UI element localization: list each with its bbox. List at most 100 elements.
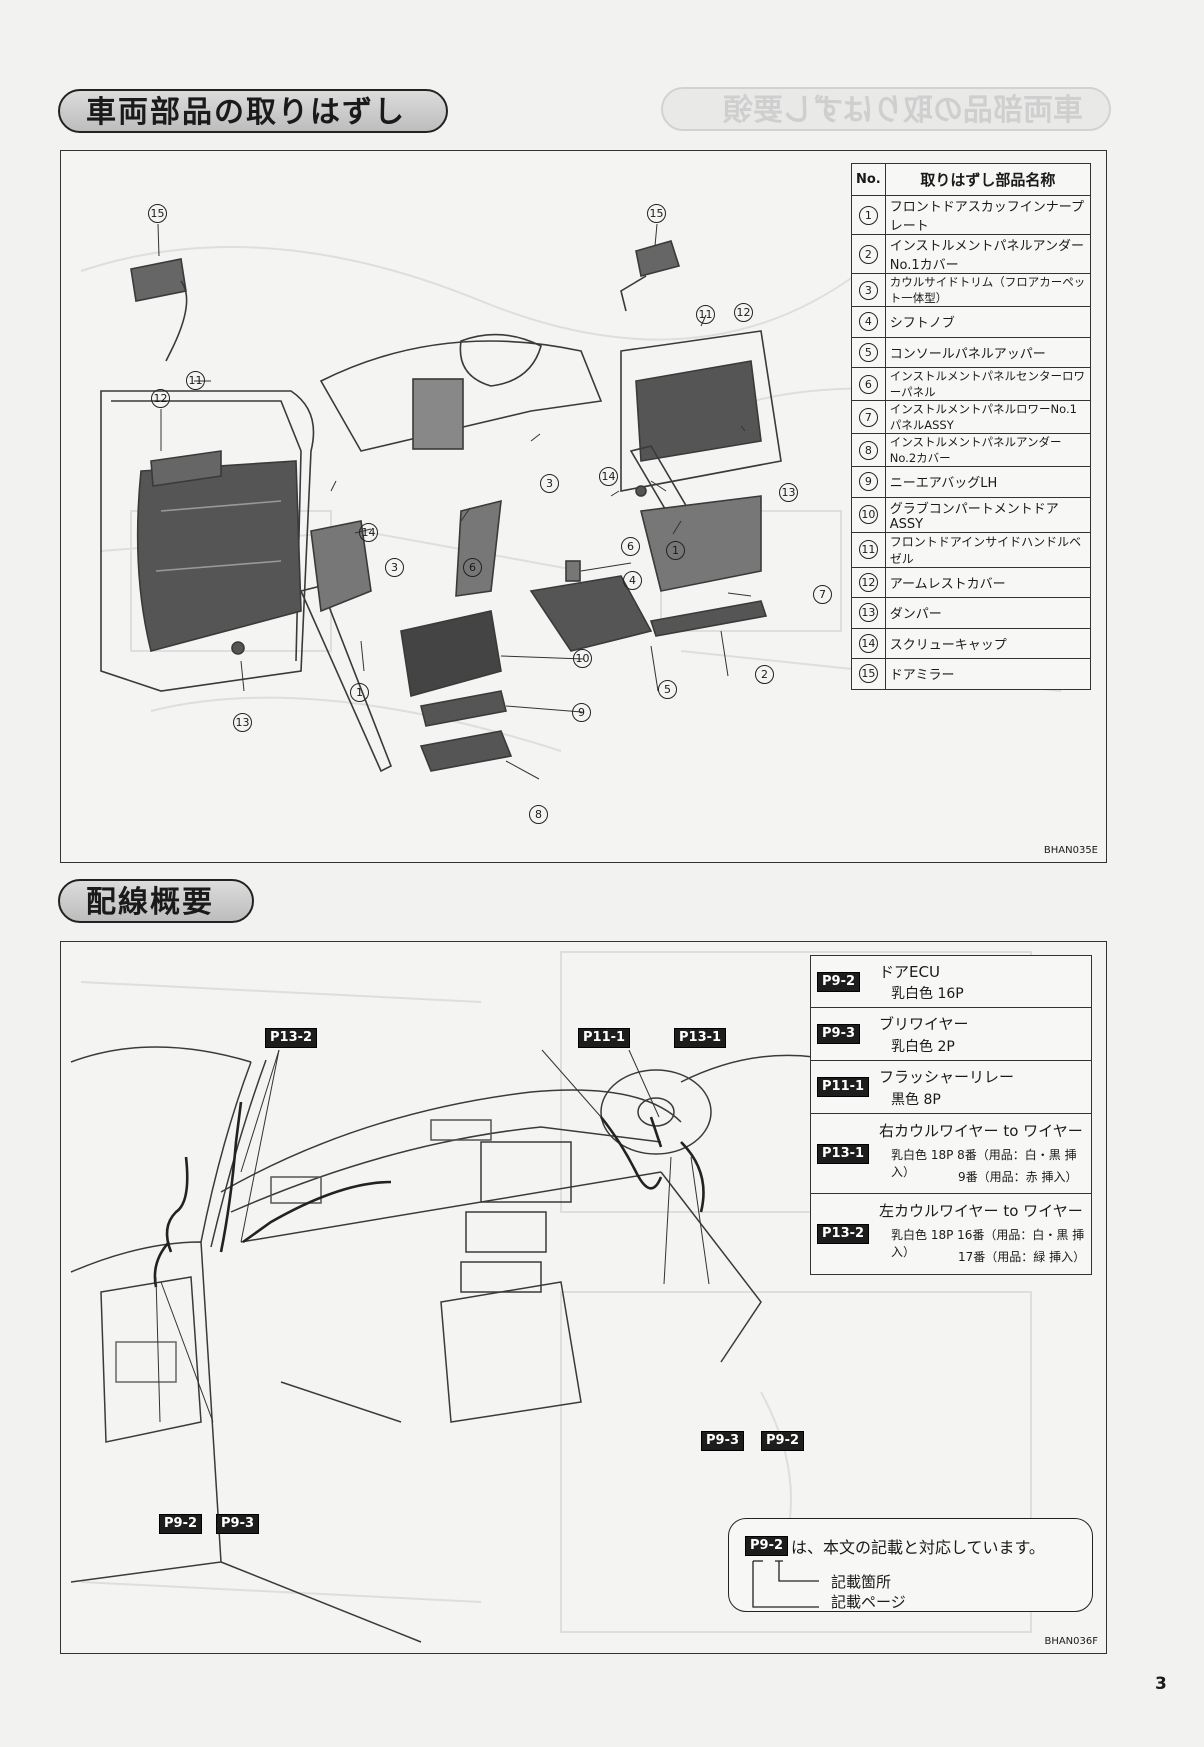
table-row: P9-3 ブリワイヤー 乳白色 2P — [811, 1008, 1091, 1061]
table-row: P9-2 ドアECU 乳白色 16P — [811, 956, 1091, 1008]
table-row: 9 ニーエアバッグLH — [851, 466, 1092, 498]
table-row: 12 アームレストカバー — [851, 566, 1092, 598]
callout-12-right: 12 — [734, 303, 753, 322]
connector-name: ブリワイヤー — [879, 1015, 969, 1033]
connector-spec-extra: 17番（用品：緑 挿入） — [958, 1250, 1086, 1264]
callout-6-right: 6 — [621, 537, 640, 556]
callout-13-left: 13 — [233, 713, 252, 732]
section-title-removal: 車両部品の取りはずし — [58, 89, 448, 133]
connector-spec: 乳白色 18P 8番（用品：白・黒 挿入） — [891, 1148, 1077, 1179]
row-number: 5 — [858, 342, 878, 362]
row-number: 3 — [858, 280, 878, 300]
callout-7: 7 — [813, 585, 832, 604]
row-number: 4 — [858, 312, 878, 332]
part-name: インストルメントパネルロワーNo.1パネルASSY — [884, 400, 1092, 434]
table-row: 3 カウルサイドトリム（フロアカーペット一体型） — [851, 273, 1092, 307]
wire-tag-p9-2-right: P9-2 — [761, 1431, 805, 1451]
table-row: 2 インストルメントパネルアンダーNo.1カバー — [851, 234, 1092, 274]
part-name: カウルサイドトリム（フロアカーペット一体型） — [884, 273, 1092, 307]
callout-13-right: 13 — [779, 483, 798, 502]
note-text: は、本文の記載と対応しています。 — [791, 1538, 1045, 1557]
callout-6-left: 6 — [463, 558, 482, 577]
connector-tag: P13-2 — [817, 1224, 870, 1244]
connector-spec: 乳白色 16P — [891, 986, 964, 1002]
callout-11-right: 11 — [696, 305, 715, 324]
note-label-page: 記載ページ — [831, 1593, 906, 1611]
part-name: ドアミラー — [884, 658, 1092, 690]
row-number: 14 — [858, 633, 878, 653]
part-name: インストルメントパネルアンダーNo.1カバー — [884, 234, 1092, 274]
note-tag: P9-2 — [745, 1536, 789, 1556]
callout-5: 5 — [658, 680, 677, 699]
row-number: 11 — [858, 540, 878, 559]
part-name: グラブコンパートメントドアASSY — [884, 496, 1092, 533]
part-name: フロントドアインサイドハンドルベゼル — [884, 531, 1092, 568]
diagram-code-1: BHAN035E — [1043, 845, 1098, 856]
row-number: 6 — [858, 374, 878, 394]
note-label-location: 記載箇所 — [831, 1573, 892, 1591]
table-row: P11-1 フラッシャーリレー 黒色 8P — [811, 1061, 1091, 1114]
col-header-name: 取りはずし部品名称 — [884, 163, 1092, 196]
col-header-no: No. — [851, 163, 886, 196]
callout-1-right: 1 — [666, 541, 685, 560]
callout-9: 9 — [572, 703, 591, 722]
part-name: フロントドアスカッフインナープレート — [884, 195, 1092, 235]
callout-15-left: 15 — [148, 204, 167, 223]
parts-table-header: No. 取りはずし部品名称 — [851, 163, 1092, 196]
table-row: 11 フロントドアインサイドハンドルベゼル — [851, 531, 1092, 568]
callout-11-left: 11 — [186, 371, 205, 390]
callout-14-center: 14 — [599, 467, 618, 486]
callout-15-right: 15 — [647, 204, 666, 223]
callout-14-left: 14 — [359, 523, 378, 542]
row-number: 9 — [858, 472, 878, 492]
exploded-parts-illustration — [80, 223, 1062, 780]
row-number: 12 — [858, 572, 878, 592]
connector-tag: P9-3 — [817, 1024, 861, 1044]
table-row: 10 グラブコンパートメントドアASSY — [851, 496, 1092, 533]
row-number: 10 — [858, 505, 878, 524]
callout-3-left: 3 — [385, 558, 404, 577]
section-title-wiring: 配線概要 — [58, 879, 254, 923]
table-row: P13-2 左カウルワイヤー to ワイヤー 乳白色 18P 16番（用品：白・… — [811, 1194, 1091, 1274]
row-number: 2 — [858, 244, 878, 264]
callout-4: 4 — [623, 571, 642, 590]
part-name: ニーエアバッグLH — [884, 466, 1092, 498]
part-name: アームレストカバー — [884, 566, 1092, 598]
callout-2: 2 — [755, 665, 774, 684]
connector-name: ドアECU — [879, 963, 940, 981]
part-name: コンソールパネルアッパー — [884, 336, 1092, 368]
table-row: 5 コンソールパネルアッパー — [851, 336, 1092, 368]
connector-spec: 乳白色 18P 16番（用品：白・黒 挿入） — [891, 1228, 1085, 1259]
connector-tag: P13-1 — [817, 1143, 870, 1164]
callout-1-left: 1 — [350, 683, 369, 702]
callout-10: 10 — [573, 649, 592, 668]
wire-tag-p11-1: P11-1 — [578, 1028, 631, 1048]
row-number: 13 — [858, 603, 878, 623]
ghost-header-bleedthrough: 車両部品の取りはずし要領 — [661, 87, 1111, 131]
callout-3-top: 3 — [540, 474, 559, 493]
part-name: インストルメントパネルアンダーNo.2カバー — [884, 433, 1092, 467]
wire-tag-p9-3-left: P9-3 — [216, 1514, 260, 1534]
wiring-illustration — [70, 951, 1032, 1643]
table-row: 8 インストルメントパネルアンダーNo.2カバー — [851, 433, 1092, 467]
connector-tag: P11-1 — [817, 1077, 870, 1097]
part-name: ダンパー — [884, 597, 1092, 629]
reference-note: P9-2 は、本文の記載と対応しています。 記載箇所 記載ページ — [728, 1518, 1093, 1612]
diagram-code-2: BHAN036F — [1044, 1636, 1098, 1647]
table-row: 13 ダンパー — [851, 597, 1092, 629]
row-number: 7 — [858, 407, 878, 427]
table-row: P13-1 右カウルワイヤー to ワイヤー 乳白色 18P 8番（用品：白・黒… — [811, 1114, 1091, 1194]
connector-spec: 乳白色 2P — [891, 1039, 955, 1055]
row-number: 8 — [858, 440, 878, 460]
connector-name: 左カウルワイヤー to ワイヤー — [879, 1202, 1083, 1220]
wire-tag-p13-1: P13-1 — [674, 1028, 727, 1048]
connector-name: 右カウルワイヤー to ワイヤー — [879, 1122, 1083, 1140]
table-row: 7 インストルメントパネルロワーNo.1パネルASSY — [851, 400, 1092, 434]
connector-spec: 黒色 8P — [891, 1092, 941, 1108]
